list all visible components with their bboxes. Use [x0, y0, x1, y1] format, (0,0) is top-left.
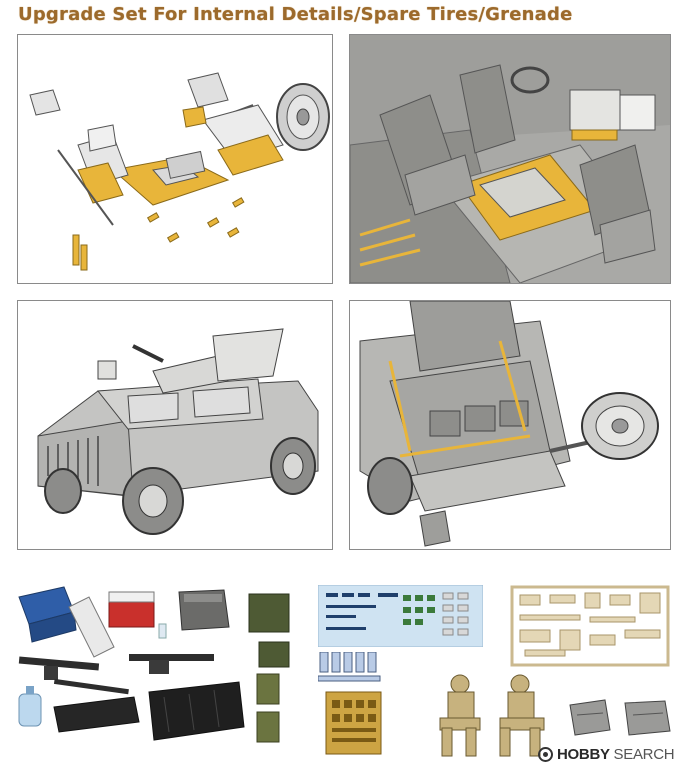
rear-cargo-illustration [350, 301, 670, 549]
exploded-parts-diagram [17, 34, 333, 284]
decal-sheet-illustration [318, 585, 483, 647]
photo-etched-fret-illustration [318, 652, 382, 755]
exploded-parts-illustration [29, 72, 330, 271]
vehicle-exterior-view [17, 300, 333, 550]
page-title: Upgrade Set For Internal Details/Spare T… [18, 4, 573, 25]
plastic-sprue-illustration [510, 585, 670, 667]
vehicle-exterior-illustration [37, 328, 319, 535]
rear-cargo-spare-tire-view [349, 300, 671, 550]
hobby-search-watermark: HOBBY SEARCH [538, 744, 675, 764]
seated-crew-figures-illustration [439, 674, 545, 757]
hobby-search-logo-icon [538, 746, 553, 762]
accessory-items-illustration [18, 586, 290, 743]
interior-cabin-illustration [350, 35, 670, 283]
watermark-text: HOBBY SEARCH [557, 745, 675, 763]
gear-bundles-illustration [569, 699, 671, 736]
interior-cabin-view [349, 34, 671, 284]
